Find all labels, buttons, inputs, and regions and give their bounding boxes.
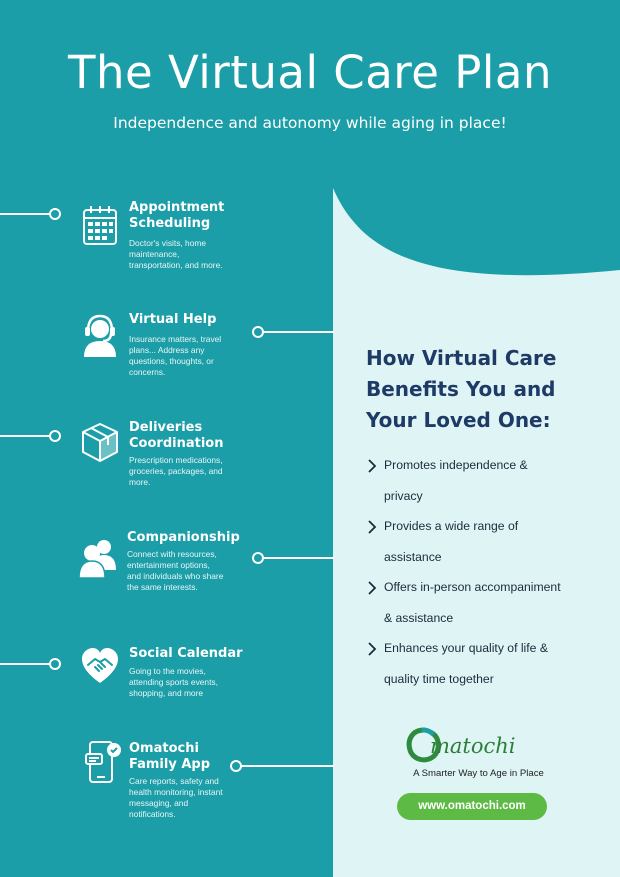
item-desc-line: more.: [129, 477, 151, 487]
item-desc-line: plans... Address any: [129, 345, 205, 355]
item-description: Care reports, safety and health monitori…: [129, 776, 223, 820]
item-desc-line: Connect with resources,: [127, 549, 217, 559]
item-desc-line: shopping, and more: [129, 688, 204, 698]
item-title-line: Omatochi: [129, 741, 199, 756]
headset-agent-icon: [84, 314, 116, 357]
item-desc-line: the same interests.: [127, 582, 198, 592]
connector-dot: [252, 326, 264, 338]
chevron-right-icon: [368, 581, 377, 595]
benefit-item: Provides a wide range of assistance: [366, 511, 601, 573]
connector-line: [0, 213, 50, 215]
item-title-line: Virtual Help: [129, 312, 217, 327]
website-link-button[interactable]: www.omatochi.com: [397, 793, 547, 820]
connector-dot: [49, 430, 61, 442]
item-description: Doctor's visits, home maintenance, trans…: [129, 238, 223, 271]
chevron-right-icon: [368, 520, 377, 534]
item-title: Social Calendar: [129, 646, 243, 662]
item-title: Deliveries Coordination: [129, 420, 223, 452]
benefits-heading: How Virtual Care Benefits You and Your L…: [366, 343, 606, 436]
mobile-app-icon: [85, 741, 121, 783]
item-title: Omatochi Family App: [129, 741, 210, 773]
item-description: Prescription medications, groceries, pac…: [129, 455, 223, 488]
connector-line: [240, 765, 334, 767]
connector-line: [262, 557, 334, 559]
item-title: Companionship: [127, 530, 240, 546]
item-description: Going to the movies, attending sports ev…: [129, 666, 218, 699]
chevron-right-icon: [368, 642, 377, 656]
item-title: Appointment Scheduling: [129, 200, 224, 232]
item-desc-line: and individuals who share: [127, 571, 224, 581]
item-title-line: Companionship: [127, 530, 240, 545]
benefit-line: assistance: [384, 550, 442, 564]
benefit-line: privacy: [384, 489, 423, 503]
benefit-line: quality time together: [384, 672, 494, 686]
calendar-icon: [83, 206, 117, 245]
item-desc-line: transportation, and more.: [129, 260, 223, 270]
connector-line: [0, 663, 50, 665]
connector-dot: [49, 658, 61, 670]
item-desc-line: entertainment options,: [127, 560, 210, 570]
benefit-item: Promotes independence & privacy: [366, 450, 601, 512]
page-subtitle: Independence and autonomy while aging in…: [113, 114, 507, 132]
brand-name: matochi: [430, 734, 516, 758]
item-desc-line: Care reports, safety and: [129, 776, 219, 786]
package-box-icon: [82, 423, 118, 462]
item-desc-line: health monitoring, instant: [129, 787, 223, 797]
benefits-heading-line: Your Loved One:: [366, 408, 551, 432]
omatochi-logo-mark: [406, 727, 441, 763]
item-desc-line: messaging, and: [129, 798, 189, 808]
item-desc-line: groceries, packages, and: [129, 466, 223, 476]
connector-dot: [49, 208, 61, 220]
chevron-right-icon: [368, 459, 377, 473]
item-title-line: Appointment: [129, 200, 225, 215]
item-description: Insurance matters, travel plans... Addre…: [129, 334, 221, 378]
heart-handshake-icon: [82, 648, 118, 683]
item-title: Virtual Help: [129, 312, 216, 328]
item-title-line: Family App: [129, 757, 211, 772]
benefits-heading-line: Benefits You and: [366, 377, 556, 401]
benefit-line: Provides a wide range of: [384, 519, 519, 533]
benefit-item: Enhances your quality of life & quality …: [366, 633, 601, 695]
item-desc-line: attending sports events,: [129, 677, 218, 687]
people-icon: [78, 540, 116, 579]
item-desc-line: notifications.: [129, 809, 176, 819]
item-desc-line: questions, thoughts, or: [129, 356, 214, 366]
item-desc-line: Doctor's visits, home: [129, 238, 206, 248]
brand-tagline: A Smarter Way to Age in Place: [413, 768, 544, 779]
benefit-line: Offers in-person accompaniment: [384, 580, 561, 594]
benefit-line: Enhances your quality of life &: [384, 641, 548, 655]
connector-line: [0, 435, 50, 437]
benefits-heading-line: How Virtual Care: [366, 346, 557, 370]
item-title-line: Scheduling: [129, 216, 211, 231]
benefit-item: Offers in-person accompaniment & assista…: [366, 572, 601, 634]
item-desc-line: concerns.: [129, 367, 166, 377]
item-title-line: Social Calendar: [129, 646, 243, 661]
item-description: Connect with resources, entertainment op…: [127, 549, 223, 593]
item-title-line: Deliveries: [129, 420, 203, 435]
benefit-line: & assistance: [384, 611, 454, 625]
connector-line: [262, 331, 334, 333]
item-desc-line: Going to the movies,: [129, 666, 206, 676]
page-title: The Virtual Care Plan: [67, 46, 553, 99]
connector-dot: [252, 552, 264, 564]
connector-dot: [230, 760, 242, 772]
elderly-couple-icon: [496, 158, 596, 262]
benefit-line: Promotes independence &: [384, 458, 528, 472]
item-desc-line: maintenance,: [129, 249, 180, 259]
item-title-line: Coordination: [129, 436, 224, 451]
item-desc-line: Prescription medications,: [129, 455, 223, 465]
item-desc-line: Insurance matters, travel: [129, 334, 222, 344]
